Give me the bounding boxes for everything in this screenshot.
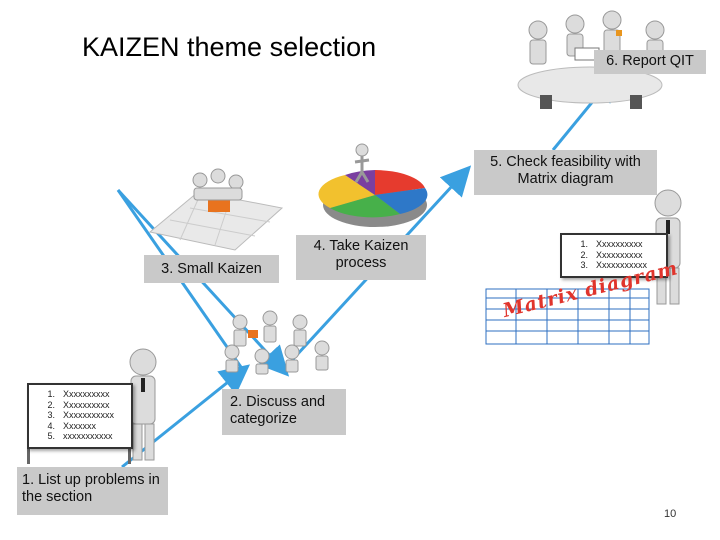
board-row: 2.Xxxxxxxxxx (47, 399, 110, 410)
board-row: 3.Xxxxxxxxxxx (47, 410, 115, 420)
group-discussion-illustration (224, 310, 330, 375)
step-1-list-problems: 1. List up problems in the section (17, 467, 168, 515)
matrix-grid (485, 288, 650, 345)
board-row: 5.xxxxxxxxxxx (47, 431, 113, 441)
board-row: 3.Xxxxxxxxxxx (580, 260, 648, 270)
presenter-figure-right (654, 189, 682, 305)
step-5-check-feasibility: 5. Check feasibility with Matrix diagram (474, 150, 657, 195)
meeting-table-illustration (517, 10, 665, 109)
presenter-figure-left (27, 348, 157, 464)
step-6-report-qit: 6. Report QIT (594, 50, 706, 74)
page-number: 10 (664, 508, 677, 520)
problem-list-board: 1.Xxxxxxxxxx 2.Xxxxxxxxxx 3.Xxxxxxxxxxx … (27, 383, 133, 449)
board-row: 4.Xxxxxxx (47, 420, 97, 431)
page-title: KAIZEN theme selection (82, 32, 377, 62)
puzzle-teamwork-illustration (148, 168, 284, 251)
board-row: 1.Xxxxxxxxxx (580, 239, 643, 249)
board-row: 2.Xxxxxxxxxx (580, 249, 643, 260)
matrix-list-board: 1.Xxxxxxxxxx 2.Xxxxxxxxxx 3.Xxxxxxxxxxx (560, 233, 668, 278)
step-3-small-kaizen: 3. Small Kaizen (144, 255, 279, 283)
step-4-take-kaizen-process: 4. Take Kaizen process (296, 235, 426, 280)
step-2-discuss-categorize: 2. Discuss and categorize (222, 389, 346, 435)
board-row: 1.Xxxxxxxxxx (47, 389, 110, 399)
pie-chart-illustration (318, 143, 428, 227)
